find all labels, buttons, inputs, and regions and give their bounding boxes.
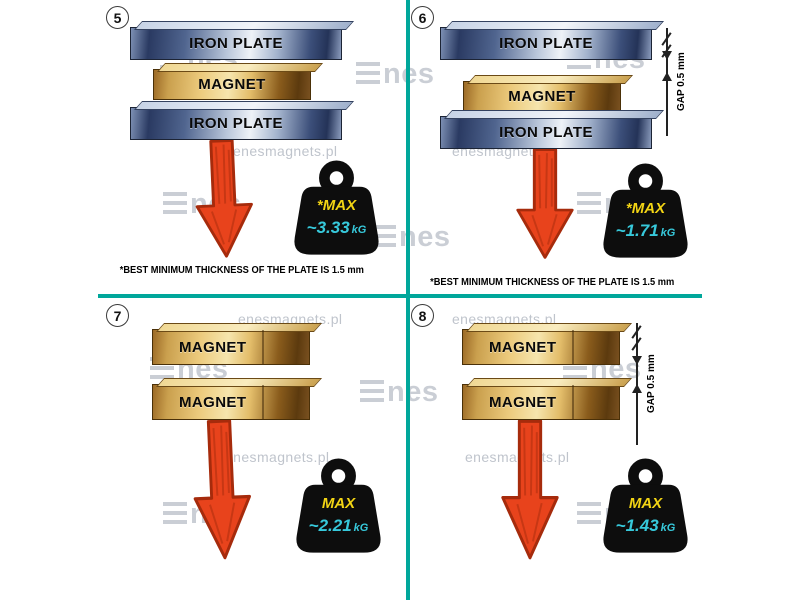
iron-plate-label: IRON PLATE	[499, 124, 593, 141]
enes-logo-watermark: nes	[360, 376, 439, 408]
weight-number: ~1.43	[615, 516, 659, 535]
magnet-seam	[572, 330, 575, 364]
gap-label: GAP 0.5 mm	[676, 52, 687, 112]
iron-plate-label: IRON PLATE	[189, 35, 283, 52]
enes-e-icon	[356, 62, 380, 87]
dimension-arrow-up	[632, 384, 642, 393]
dimension-arrow-up	[662, 72, 672, 81]
weight-unit: kG	[660, 227, 676, 239]
site-watermark: enesmagnets.pl	[233, 143, 338, 159]
magnet-seam	[262, 330, 265, 364]
iron-plate-label: IRON PLATE	[189, 115, 283, 132]
panel-number-badge: 8	[411, 304, 434, 327]
iron-plate-bar: IRON PLATE	[130, 27, 342, 60]
panel-number-badge: 7	[106, 304, 129, 327]
enes-e-icon	[163, 192, 187, 217]
site-watermark: enesmagnets.pl	[465, 449, 570, 465]
magnet-bar: MAGNET	[463, 81, 621, 112]
weight-number: ~3.33	[306, 218, 350, 237]
enes-e-icon	[360, 380, 384, 405]
gap-annotation: GAP 0.5 mm	[658, 28, 704, 136]
magnet-label: MAGNET	[489, 338, 557, 356]
kettlebell-icon	[296, 458, 381, 553]
kettlebell-icon	[294, 160, 379, 255]
iron-plate-label: IRON PLATE	[499, 35, 593, 52]
magnet-label: MAGNET	[198, 76, 266, 93]
footnote: *BEST MINIMUM THICKNESS OF THE PLATE IS …	[430, 277, 675, 288]
weight-max-label: MAX	[628, 495, 663, 512]
weight-max-label: *MAX	[625, 200, 666, 217]
magnet-label: MAGNET	[508, 88, 576, 105]
weight-number: ~1.71	[615, 221, 659, 240]
weight-unit: kG	[660, 522, 676, 534]
kettlebell-icon	[603, 163, 688, 258]
weight-max-label: *MAX	[316, 197, 357, 214]
weight-max-label: MAX	[321, 495, 356, 512]
iron-plate-bar: IRON PLATE	[440, 27, 652, 60]
pull-force-arrow	[195, 139, 253, 258]
site-watermark: enesmagnets.pl	[225, 449, 330, 465]
kettlebell-icon	[603, 458, 688, 553]
pull-force-arrow	[516, 148, 574, 259]
weight-unit: kG	[353, 522, 369, 534]
divider-horizontal	[98, 294, 702, 298]
footnote: *BEST MINIMUM THICKNESS OF THE PLATE IS …	[119, 265, 364, 276]
magnet-bar: MAGNET	[153, 69, 311, 100]
enes-logo-text: nes	[387, 376, 439, 408]
weight-number: ~2.21	[308, 516, 352, 535]
enes-e-icon	[163, 502, 187, 527]
pull-force-arrow	[501, 419, 559, 560]
enes-e-icon	[577, 502, 601, 527]
magnet-seam	[262, 385, 265, 419]
panel-number-badge: 6	[411, 6, 434, 29]
dimension-line	[666, 28, 668, 136]
dimension-arrow-down	[632, 356, 642, 365]
magnet-label: MAGNET	[489, 393, 557, 411]
dimension-arrow-down	[662, 51, 672, 60]
magnet-seam	[572, 385, 575, 419]
panel-number-badge: 5	[106, 6, 129, 29]
iron-plate-bar: IRON PLATE	[440, 116, 652, 149]
magnet-label: MAGNET	[179, 338, 247, 356]
magnet-bar: MAGNET	[462, 384, 620, 420]
magnet-label: MAGNET	[179, 393, 247, 411]
gap-label: GAP 0.5 mm	[646, 354, 657, 414]
magnet-bar: MAGNET	[462, 329, 620, 365]
divider-vertical	[406, 0, 410, 600]
gap-annotation: GAP 0.5 mm	[628, 323, 674, 445]
magnet-bar: MAGNET	[152, 329, 310, 365]
magnet-bar: MAGNET	[152, 384, 310, 420]
enes-logo-watermark: nes	[356, 60, 434, 89]
enes-e-icon	[577, 192, 601, 217]
weight-unit: kG	[351, 224, 367, 236]
pull-force-arrow	[193, 419, 251, 560]
iron-plate-bar: IRON PLATE	[130, 107, 342, 140]
